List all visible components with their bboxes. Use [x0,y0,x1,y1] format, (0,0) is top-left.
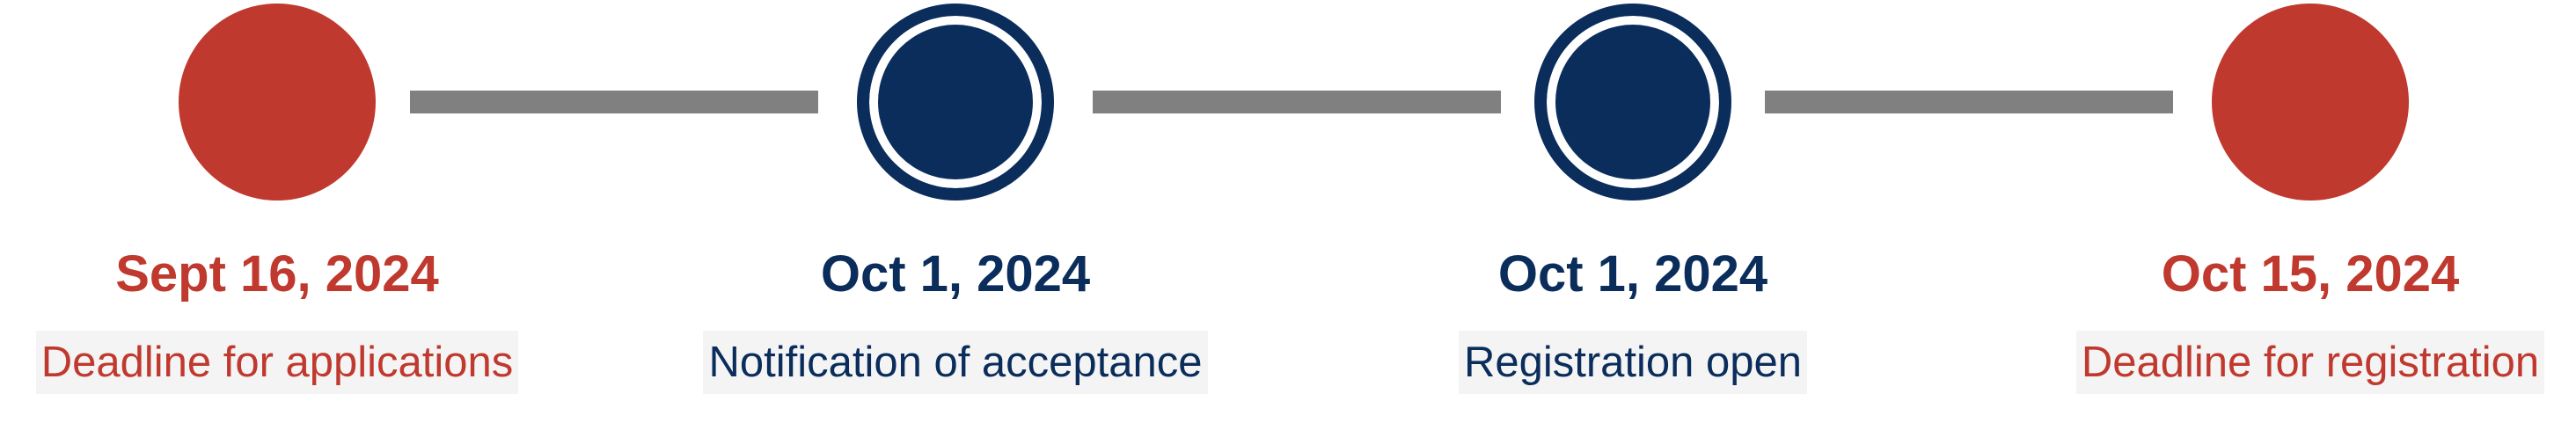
milestone-date: Oct 1, 2024 [820,245,1091,303]
milestone-marker [857,4,1054,201]
timeline-connector [1093,91,1501,113]
milestone-date: Oct 15, 2024 [2161,245,2460,303]
timeline-connector [410,91,818,113]
milestone-label: Notification of acceptance [703,331,1208,394]
milestone-acceptance-notification: Oct 1, 2024 Notification of acceptance [604,0,1307,423]
milestone-registration-deadline: Oct 15, 2024 Deadline for registration [1958,0,2576,423]
milestone-date: Sept 16, 2024 [115,245,439,303]
timeline-connector [1765,91,2173,113]
milestone-date: Oct 1, 2024 [1497,245,1768,303]
milestone-registration-open: Oct 1, 2024 Registration open [1281,0,1985,423]
milestone-label: Deadline for registration [2075,331,2545,394]
milestone-application-deadline: Sept 16, 2024 Deadline for applications [0,0,629,423]
milestone-marker [2212,4,2409,201]
milestone-marker [179,4,376,201]
milestone-marker [1534,4,1731,201]
milestone-label: Deadline for applications [35,331,519,394]
milestone-label: Registration open [1458,331,1808,394]
